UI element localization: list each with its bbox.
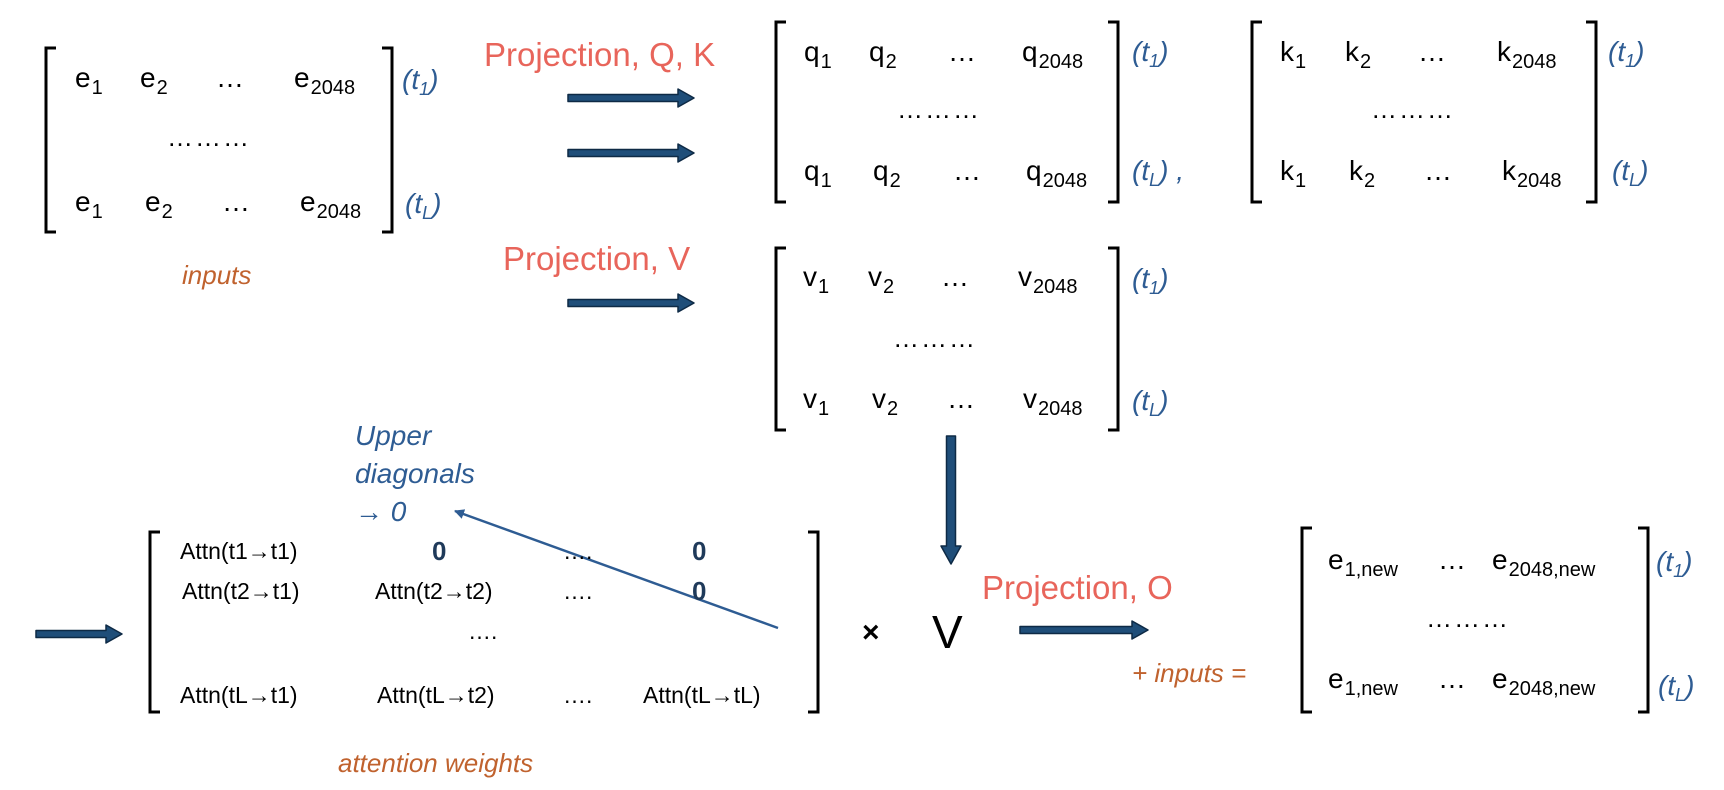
- output-row1-e2048new: e2048,new: [1492, 544, 1596, 581]
- output-row1-e1new: e1,new: [1328, 544, 1398, 581]
- q-time-label-top: (t1): [1132, 36, 1169, 71]
- attn-r2c2: Attn(t2→t2): [375, 578, 493, 604]
- v-row2-ellipsis: …: [947, 383, 975, 414]
- k-row1-ellipsis: …: [1418, 36, 1446, 67]
- attn-r3-dots: ….: [468, 618, 498, 644]
- k-row2-k2048: k2048: [1502, 155, 1562, 192]
- attn-r1c3-dots: ….: [563, 538, 593, 564]
- q-row1-ellipsis: …: [948, 36, 976, 67]
- upper-diagonal-pointer-line: [454, 509, 779, 630]
- attn-r1c4-zero: 0: [692, 536, 707, 566]
- inputs-row1-ellipsis: …: [216, 62, 244, 93]
- q-row1-q2: q2: [869, 36, 897, 73]
- attn-r4c2: Attn(tL→t2): [377, 682, 495, 708]
- inputs-row2-e1: e1: [75, 186, 103, 223]
- output-row1-ellipsis: …: [1438, 544, 1466, 575]
- attn-r4c3-dots: ….: [563, 682, 593, 708]
- q-middle-dots: ………: [897, 94, 981, 124]
- attn-r4c4: Attn(tL→tL): [643, 682, 761, 708]
- output-time-label-bottom: (tL): [1658, 670, 1695, 705]
- k-time-label-bottom: (tL): [1612, 155, 1649, 190]
- q-matrix-right-bracket: [1108, 20, 1120, 204]
- v-row1-v2: v2: [868, 261, 895, 298]
- inputs-right-bracket: [382, 46, 394, 234]
- k-middle-dots: ………: [1371, 94, 1455, 124]
- arrow-inputs-to-k: [567, 143, 695, 163]
- arrow-inputs-to-q: [567, 88, 695, 108]
- output-row2-e1new: e1,new: [1328, 663, 1398, 700]
- arrow-v-to-multiply: [940, 435, 962, 565]
- inputs-row2-e2048: e2048: [300, 186, 362, 223]
- k-row2-ellipsis: …: [1424, 155, 1452, 186]
- attention-left-bracket: [148, 530, 160, 714]
- arrow-into-attention: [35, 624, 123, 644]
- v-row2-v1: v1: [803, 383, 830, 420]
- q-row2-ellipsis: …: [953, 155, 981, 186]
- output-middle-dots: ………: [1426, 603, 1510, 633]
- v-row1-v1: v1: [803, 261, 830, 298]
- arrow-to-output: [1019, 620, 1149, 640]
- upper-diagonals-note-line3: → 0: [355, 496, 407, 527]
- arrow-inputs-to-v: [567, 293, 695, 313]
- inputs-middle-dots: ………: [167, 122, 251, 152]
- q-row1-q1: q1: [804, 36, 832, 73]
- k-time-label-top: (t1): [1608, 36, 1645, 71]
- attention-weights-caption: attention weights: [338, 748, 534, 778]
- q-row2-q2048: q2048: [1026, 155, 1088, 192]
- k-matrix-right-bracket: [1586, 20, 1598, 204]
- attn-r2c3-dots: ….: [563, 578, 593, 604]
- attn-r2c1: Attn(t2→t1): [182, 578, 300, 604]
- q-row2-q2: q2: [873, 155, 901, 192]
- q-matrix-left-bracket: [774, 20, 786, 204]
- output-left-bracket: [1300, 526, 1312, 714]
- projection-qk-label: Projection, Q, K: [484, 36, 716, 73]
- inputs-time-label-top: (t1): [402, 64, 439, 99]
- inputs-row1-e2048: e2048: [294, 62, 356, 99]
- q-row1-q2048: q2048: [1022, 36, 1084, 73]
- v-time-label-bottom: (tL): [1132, 385, 1169, 420]
- k-row1-k2048: k2048: [1497, 36, 1557, 73]
- upper-diagonals-note-line2: diagonals: [355, 458, 475, 489]
- inputs-caption: inputs: [182, 260, 252, 290]
- attn-r1c1: Attn(t1→t1): [180, 538, 298, 564]
- attn-r4c1: Attn(tL→t1): [180, 682, 298, 708]
- v-row1-v2048: v2048: [1018, 261, 1078, 298]
- inputs-row2-ellipsis: …: [222, 186, 250, 217]
- inputs-row1-e1: e1: [75, 62, 103, 99]
- v-row2-v2: v2: [872, 383, 899, 420]
- v-matrix-left-bracket: [774, 246, 786, 432]
- k-row1-k1: k1: [1280, 36, 1307, 73]
- upper-diagonals-note-line1: Upper: [355, 420, 432, 451]
- k-row1-k2: k2: [1345, 36, 1372, 73]
- inputs-row1-e2: e2: [140, 62, 168, 99]
- output-time-label-top: (t1): [1656, 546, 1693, 581]
- multiply-symbol: ×: [862, 616, 880, 649]
- value-matrix-symbol: V: [932, 606, 963, 658]
- attn-r1c2-zero: 0: [432, 536, 447, 566]
- output-row2-e2048new: e2048,new: [1492, 663, 1596, 700]
- k-matrix-left-bracket: [1250, 20, 1262, 204]
- q-time-label-bottom: (tL) ,: [1132, 155, 1185, 190]
- plus-inputs-equals: + inputs =: [1132, 658, 1247, 688]
- inputs-time-label-bottom: (tL): [405, 188, 442, 223]
- projection-o-label: Projection, O: [982, 569, 1173, 606]
- v-row1-ellipsis: …: [941, 261, 969, 292]
- k-row2-k1: k1: [1280, 155, 1307, 192]
- inputs-left-bracket: [44, 46, 56, 234]
- v-matrix-right-bracket: [1108, 246, 1120, 432]
- v-middle-dots: ………: [893, 323, 977, 353]
- v-time-label-top: (t1): [1132, 263, 1169, 298]
- inputs-row2-e2: e2: [145, 186, 173, 223]
- q-row2-q1: q1: [804, 155, 832, 192]
- projection-v-label: Projection, V: [503, 240, 691, 277]
- attn-r2c4-zero: 0: [692, 576, 707, 606]
- v-row2-v2048: v2048: [1023, 383, 1083, 420]
- k-row2-k2: k2: [1349, 155, 1376, 192]
- output-right-bracket: [1638, 526, 1650, 714]
- attention-right-bracket: [808, 530, 820, 714]
- output-row2-ellipsis: …: [1438, 663, 1466, 694]
